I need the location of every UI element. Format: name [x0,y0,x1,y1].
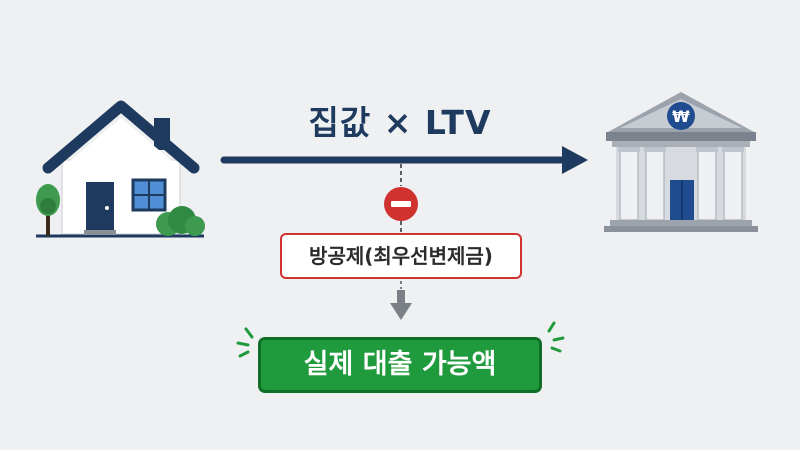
sparkle-right [547,321,565,353]
house-icon [36,100,205,238]
bank-icon: ₩ [604,92,758,232]
minus-circle-icon [384,187,418,221]
formula-label: 집값 × LTV [308,103,492,142]
sparkle-left [236,327,254,358]
deduction-box: 방공제(최우선변제금) [280,233,522,279]
result-box: 실제 대출 가능액 [258,337,542,393]
main-arrow [220,146,588,174]
down-arrow-icon [390,281,412,320]
currency-symbol: ₩ [672,107,690,126]
